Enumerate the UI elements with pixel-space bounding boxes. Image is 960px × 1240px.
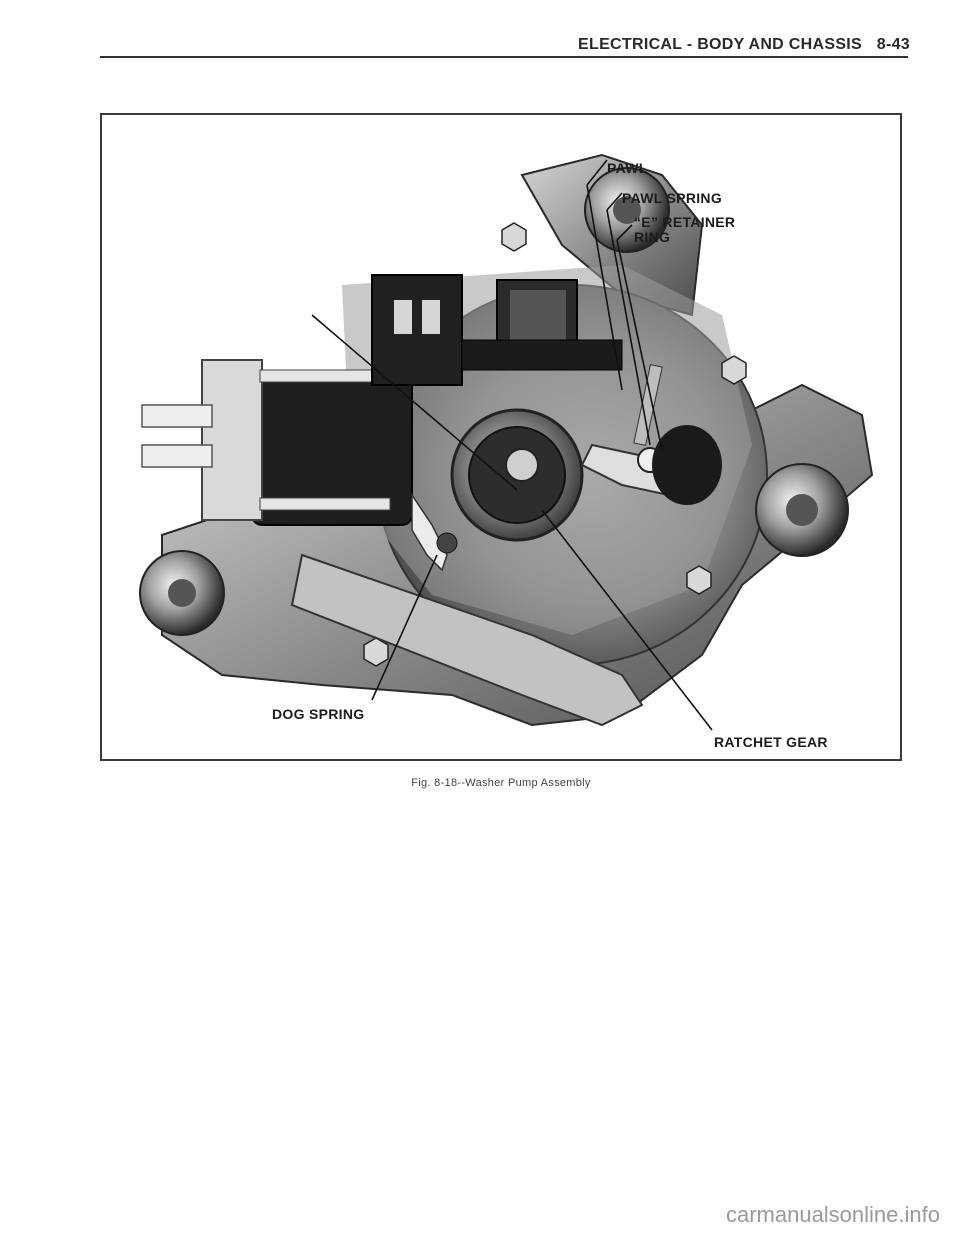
washer-pump-photo bbox=[139, 153, 874, 731]
leader-ratchet-gear bbox=[541, 509, 713, 731]
callout-pawl: PAWL bbox=[607, 160, 648, 176]
callout-dog-spring: DOG SPRING bbox=[272, 706, 365, 722]
leader-dog-spring bbox=[371, 554, 438, 701]
watermark: carmanualsonline.info bbox=[725, 1202, 940, 1227]
running-title: ELECTRICAL - BODY AND CHASSIS bbox=[578, 36, 863, 53]
leader-pawl bbox=[586, 159, 608, 186]
leader-e-retainer bbox=[616, 224, 633, 241]
callout-e-retainer-ring: “E” RETAINER RING bbox=[634, 214, 736, 245]
page-number: 8-43 bbox=[876, 36, 910, 53]
callout-pawl-spring: PAWL SPRING bbox=[622, 190, 723, 206]
terminal-block bbox=[371, 274, 463, 386]
figure-frame: PAWL PAWL SPRING “E” RETAINER RING LEG O… bbox=[100, 113, 902, 761]
header-rule bbox=[100, 56, 908, 58]
leader-leg-of-retainer bbox=[311, 314, 518, 491]
leader-pawl-spring bbox=[606, 192, 623, 211]
callout-ratchet-gear: RATCHET GEAR bbox=[714, 734, 828, 750]
running-header: ELECTRICAL - BODY AND CHASSIS 8-43 bbox=[530, 36, 910, 54]
dog-spring-part bbox=[411, 492, 448, 572]
figure-caption: Fig. 8-18--Washer Pump Assembly bbox=[411, 777, 591, 789]
callout-leg-of-retainer: LEG OF RETAINER IN RATCHET GEAR SHAFT GR… bbox=[174, 274, 307, 320]
